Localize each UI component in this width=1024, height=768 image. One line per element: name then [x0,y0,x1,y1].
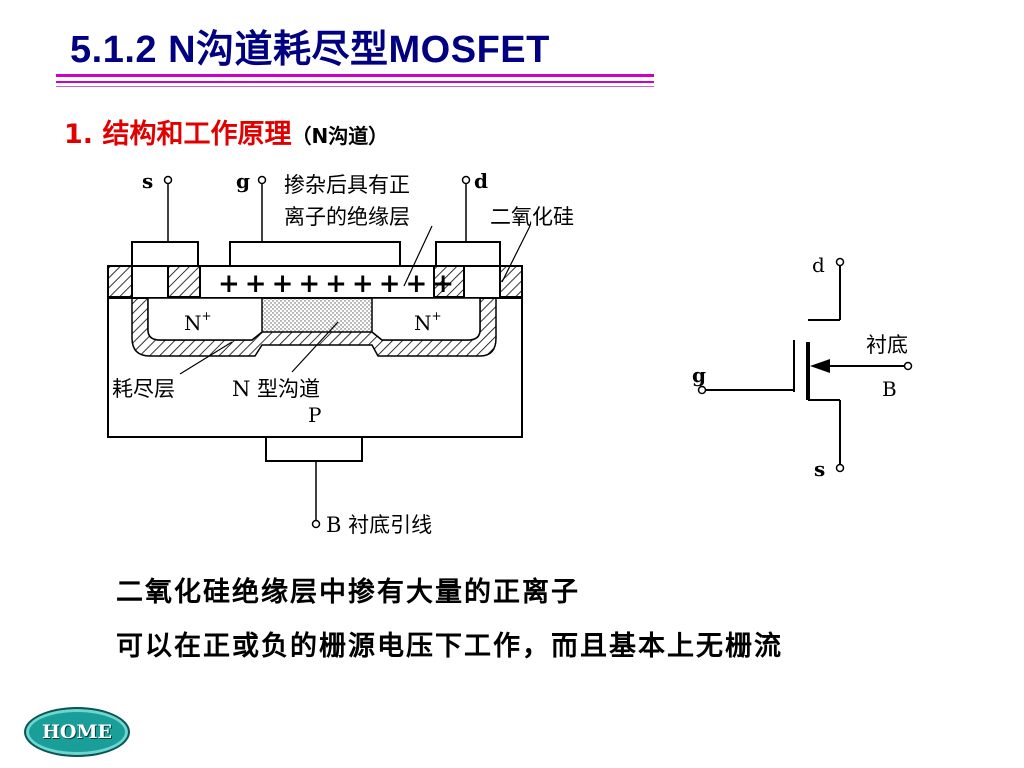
source-contact-plug [131,265,169,299]
section-heading-note: （N沟道） [291,124,389,148]
page-title: 5.1.2 N沟道耗尽型MOSFET [70,29,550,71]
section-heading-text: 1. 结构和工作原理 [64,119,292,150]
substrate-terminal [311,519,321,529]
drain-contact [435,241,501,267]
n-plus-source-region [147,297,263,341]
n-plus-source-label: N+ [184,309,212,335]
gate-label: g [236,169,250,193]
n-plus-drain-region [371,297,481,341]
substrate-lead-label: B 衬底引线 [326,513,432,537]
body-text-line-1: 二氧化硅绝缘层中掺有大量的正离子 [116,577,580,608]
gate-terminal [257,175,267,185]
n-channel [261,297,373,333]
gate-metal [229,241,401,267]
source-terminal [163,175,173,185]
n-channel-label: N 型沟道 [232,377,320,401]
substrate-contact [265,436,363,462]
n-plus-drain-label: N+ [414,309,442,335]
title-divider [56,81,654,83]
source-label: s [142,169,153,193]
p-substrate-label: P [308,403,321,427]
source-contact [131,241,199,267]
positive-ions: +++++++++ [218,269,459,299]
title-divider [56,86,654,87]
oxide-label: 二氧化硅 [490,205,574,229]
dopant-label-line-1: 掺杂后具有正 [284,173,410,197]
title-divider [56,74,654,77]
body-text-line-2: 可以在正或负的栅源电压下工作，而且基本上无栅流 [116,631,783,662]
drain-contact-plug [463,265,501,299]
drain-label: d [474,169,488,193]
drain-terminal [461,175,471,185]
home-button[interactable]: HOME [24,707,130,757]
dopant-label-line-2: 离子的绝缘层 [284,205,410,229]
depletion-layer-label: 耗尽层 [112,377,175,401]
section-heading: 1. 结构和工作原理（N沟道） [64,112,388,151]
